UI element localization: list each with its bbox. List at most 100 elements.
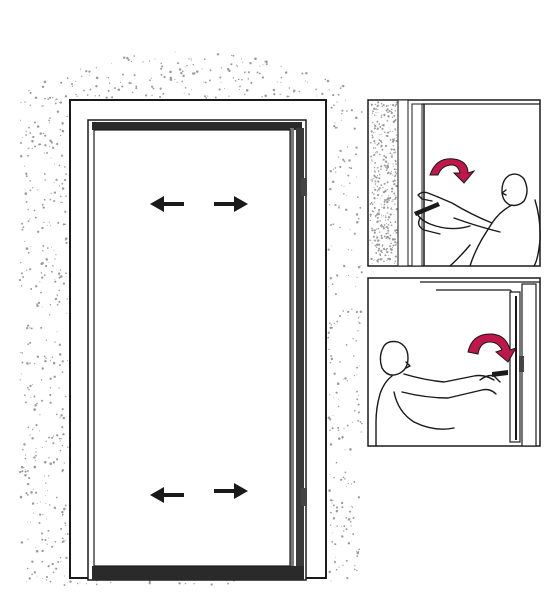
stucco-dot	[33, 456, 35, 458]
stucco-dot	[30, 397, 31, 398]
stucco-dot	[65, 237, 68, 240]
stucco-dot	[396, 169, 397, 170]
stucco-dot	[343, 193, 345, 195]
stucco-dot	[355, 153, 357, 155]
stucco-dot	[356, 221, 359, 224]
stucco-dot	[385, 249, 387, 251]
stucco-dot	[371, 159, 372, 160]
stucco-dot	[60, 196, 62, 198]
stucco-dot	[185, 583, 186, 584]
stucco-dot	[227, 583, 229, 585]
stucco-dot	[241, 79, 243, 81]
stucco-dot	[357, 551, 359, 553]
stucco-dot	[280, 94, 281, 95]
stucco-dot	[334, 373, 335, 374]
stucco-dot	[339, 150, 341, 152]
stucco-dot	[230, 63, 232, 65]
stucco-dot	[56, 497, 58, 499]
stucco-dot	[375, 104, 376, 105]
stucco-dot	[371, 227, 373, 229]
stucco-dot	[47, 247, 49, 249]
stucco-dot	[386, 105, 388, 107]
stucco-dot	[24, 101, 25, 102]
stucco-dot	[338, 207, 340, 209]
stucco-dot	[50, 200, 51, 201]
stucco-dot	[28, 220, 30, 222]
stucco-dot	[33, 396, 35, 398]
stucco-dot	[395, 152, 396, 153]
stucco-dot	[392, 209, 393, 210]
stucco-dot	[383, 207, 385, 209]
stucco-dot	[378, 213, 380, 215]
stucco-dot	[350, 525, 351, 526]
stucco-dot	[65, 396, 67, 398]
stucco-dot	[356, 551, 357, 552]
stucco-dot	[358, 321, 359, 322]
stucco-dot	[378, 102, 379, 103]
stucco-dot	[375, 217, 376, 218]
stucco-dot	[221, 67, 222, 68]
stucco-dot	[27, 426, 29, 428]
stucco-dot	[350, 521, 352, 523]
stucco-dot	[372, 113, 373, 114]
stucco-dot	[204, 95, 206, 97]
stucco-dot	[191, 58, 192, 59]
stucco-dot	[384, 164, 386, 166]
stucco-dot	[27, 539, 28, 540]
stucco-dot	[51, 247, 52, 248]
stucco-dot	[374, 202, 375, 203]
stucco-dot	[22, 226, 24, 228]
stucco-dot	[383, 191, 385, 193]
stucco-dot	[342, 565, 343, 566]
stucco-dot	[374, 232, 376, 234]
stucco-dot	[385, 161, 387, 163]
stucco-dot	[254, 57, 257, 60]
stucco-dot	[374, 122, 375, 123]
stucco-dot	[370, 142, 372, 144]
stucco-dot	[36, 550, 39, 553]
stucco-dot	[45, 482, 46, 483]
stucco-dot	[205, 82, 207, 84]
stucco-dot	[21, 470, 23, 472]
stucco-dot	[62, 540, 64, 542]
stucco-dot	[55, 99, 56, 100]
stucco-dot	[395, 185, 397, 187]
stucco-dot	[22, 467, 24, 469]
stucco-dot	[339, 315, 341, 317]
stucco-dot	[356, 277, 357, 278]
stucco-dot	[56, 458, 58, 460]
stucco-dot	[42, 367, 44, 369]
stucco-dot	[370, 258, 372, 260]
stucco-dot	[48, 437, 50, 439]
stucco-dot	[381, 236, 382, 237]
stucco-dot	[50, 402, 52, 404]
stucco-dot	[373, 154, 375, 156]
stucco-dot	[387, 258, 388, 259]
stucco-dot	[331, 358, 333, 360]
stucco-dot	[160, 87, 162, 89]
stucco-dot	[382, 124, 384, 126]
stucco-dot	[393, 163, 394, 164]
stucco-dot	[375, 180, 377, 182]
stucco-dot	[345, 209, 347, 211]
stucco-dot	[80, 69, 81, 70]
stucco-dot	[378, 240, 379, 241]
stucco-dot	[358, 395, 359, 396]
stucco-dot	[42, 250, 43, 251]
stucco-dot	[336, 510, 339, 513]
stucco-dot	[35, 451, 36, 452]
stucco-dot	[39, 281, 40, 282]
stucco-dot	[372, 180, 374, 182]
head-jamb-edge	[92, 122, 302, 130]
stucco-dot	[131, 61, 132, 62]
stucco-dot	[155, 59, 156, 60]
stucco-dot	[370, 220, 371, 221]
stucco-dot	[29, 268, 31, 270]
stucco-dot	[338, 567, 339, 568]
stucco-dot	[356, 176, 357, 177]
stucco-dot	[393, 145, 394, 146]
stucco-dot	[381, 207, 382, 208]
stucco-dot	[244, 94, 245, 95]
